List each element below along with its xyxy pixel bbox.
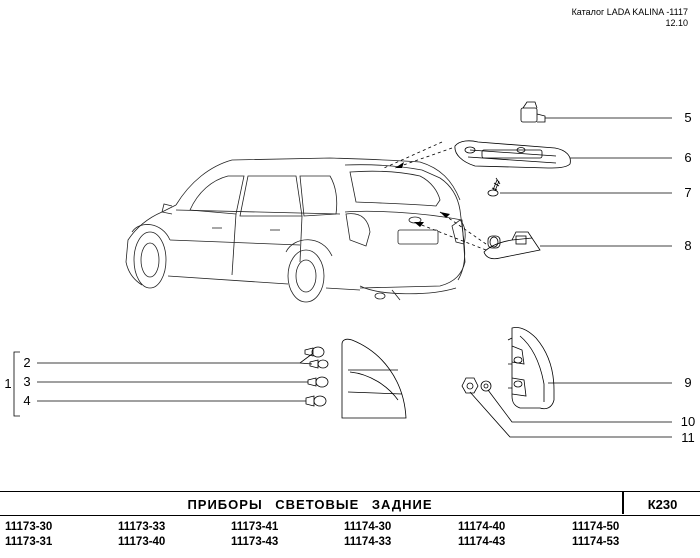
callout-8: 8 [684, 238, 692, 253]
part-number: 11173-31 [5, 536, 53, 548]
part-8-plate-lamp [483, 231, 541, 260]
callout-9: 9 [684, 375, 692, 390]
pn-column: 11173-30 11173-31 [5, 520, 52, 550]
part-number: 11174-30 [344, 521, 392, 533]
part-7-screw [487, 177, 501, 197]
pn-column: 11173-33 11173-40 [118, 520, 165, 550]
section-title: ПРИБОРЫ СВЕТОВЫЕ ЗАДНИЕ [187, 497, 433, 512]
catalog-title: Каталог LADA KALINA -1117 [571, 7, 688, 17]
callout-4: 4 [23, 393, 31, 408]
callout-7: 7 [684, 185, 692, 200]
catalog-date: 12.10 [665, 18, 688, 28]
part-5-socket [520, 101, 546, 123]
part-10-washer [480, 380, 492, 392]
bulb-2b [309, 359, 329, 369]
part-6-stop-lamp [454, 140, 571, 169]
pn-column: 11174-40 11174-43 [458, 520, 505, 550]
callout-3: 3 [23, 374, 31, 389]
part-number: 11174-33 [344, 536, 392, 548]
callout-11: 11 [681, 430, 695, 445]
part-number: 11174-43 [458, 536, 506, 548]
part-number: 11174-40 [458, 521, 506, 533]
footer-title-bar: ПРИБОРЫ СВЕТОВЫЕ ЗАДНИЕ К230 [0, 491, 700, 516]
pn-column: 11174-50 11174-53 [572, 520, 619, 550]
rear-lamp-left [341, 338, 407, 419]
part-number: 11173-33 [118, 521, 166, 533]
callout-5: 5 [684, 110, 692, 125]
part-number: 11174-53 [572, 536, 620, 548]
bulbs [304, 346, 329, 407]
callout-10: 10 [680, 414, 696, 429]
pn-column: 11173-41 11173-43 [231, 520, 278, 550]
car-illustration [125, 157, 466, 303]
pn-column: 11174-30 11174-33 [344, 520, 391, 550]
bulb-4 [305, 395, 327, 407]
part-number: 11173-30 [5, 521, 53, 533]
part-number: 11173-40 [118, 536, 166, 548]
rear-lamp-right [507, 327, 555, 410]
part-number: 11174-50 [572, 521, 620, 533]
part-11-nut [461, 377, 479, 394]
section-code: К230 [647, 497, 678, 512]
part-number: 11173-43 [231, 536, 279, 548]
callout-1: 1 [4, 376, 12, 391]
bulb-3 [307, 376, 329, 388]
part-number: 11173-41 [231, 521, 279, 533]
parts-diagram [13, 101, 672, 438]
part-number-grid: 11173-30 11173-31 11173-33 11173-40 1117… [0, 520, 700, 558]
callout-6: 6 [684, 150, 692, 165]
callout-2: 2 [23, 355, 31, 370]
bulb-2a [304, 346, 325, 358]
footer-divider [622, 492, 624, 514]
